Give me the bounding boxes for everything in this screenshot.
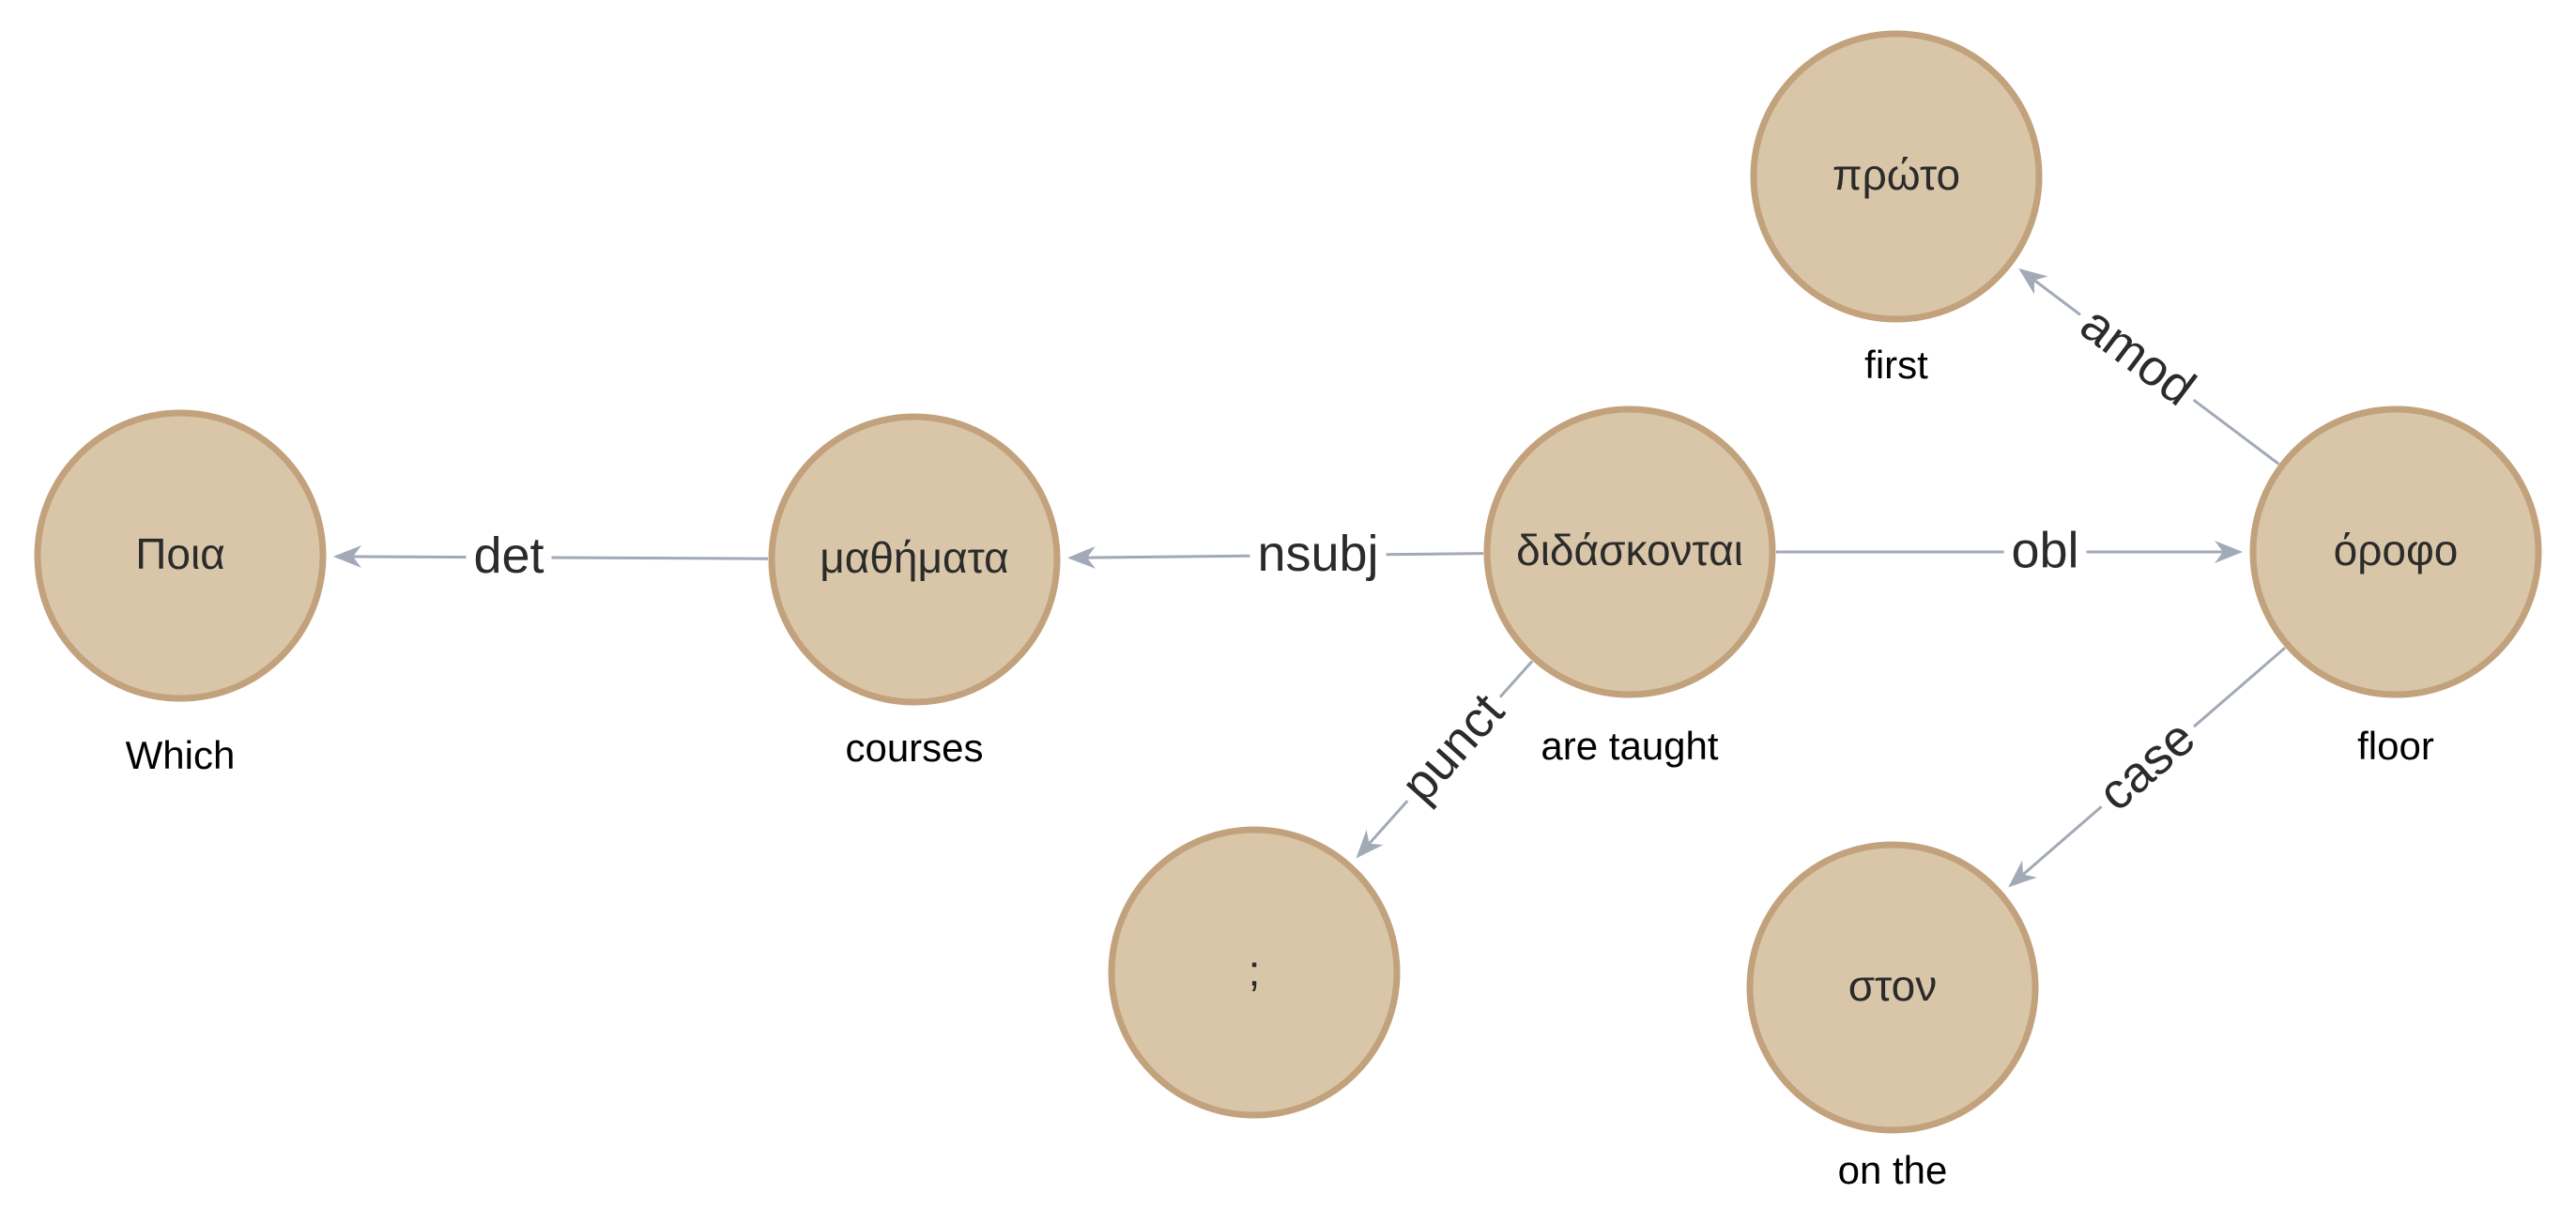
edges-layer: det nsubj obl punct amod case [332, 268, 2287, 888]
edge-label-group: nsubj [1250, 523, 1387, 584]
edge-label-background [1384, 676, 1522, 820]
edge-label-group: amod [2062, 289, 2213, 423]
node-circle [1746, 841, 2039, 1134]
node-circle [34, 409, 327, 702]
node-gloss: Which [126, 733, 236, 777]
edge-label-background [466, 526, 552, 587]
edge-label-background [2003, 520, 2087, 581]
node-proto: πρώτο first [1750, 30, 2043, 387]
node-gloss: courses [845, 726, 983, 770]
edge-orofo-proto: amod [2018, 268, 2280, 466]
node-label: Ποια [135, 529, 225, 578]
node-mathimata: μαθήματα courses [768, 413, 1061, 770]
edge-label: obl [2011, 522, 2078, 578]
node-label: όροφο [2334, 526, 2459, 574]
node-circle [1483, 405, 1776, 698]
edge-label-group: det [466, 526, 552, 587]
node-punct: ; [1108, 826, 1401, 1119]
node-gloss: are taught [1541, 724, 1718, 768]
node-circle [1108, 826, 1401, 1119]
node-label: διδάσκονται [1516, 526, 1743, 574]
node-label: ; [1249, 946, 1261, 995]
node-orofo: όροφο floor [2249, 405, 2542, 768]
node-label: πρώτο [1832, 150, 1960, 199]
edge-didaskontai-punct: punct [1356, 660, 1534, 859]
node-gloss: floor [2357, 724, 2434, 768]
edge-line [332, 544, 769, 568]
edge-didaskontai-orofo: obl [1776, 520, 2243, 581]
edge-label-background [2062, 289, 2213, 423]
edge-label-background [1250, 523, 1387, 584]
node-label: μαθήματα [820, 533, 1008, 582]
node-circle [2249, 405, 2542, 698]
edge-label: det [473, 528, 544, 584]
edge-label-group: obl [2003, 520, 2087, 581]
edge-label: nsubj [1257, 526, 1378, 582]
node-circle [768, 413, 1061, 706]
edge-didaskontai-mathimata: nsubj [1066, 523, 1484, 584]
node-didaskontai: διδάσκονται are taught [1483, 405, 1776, 768]
node-gloss: first [1864, 343, 1928, 387]
node-circle [1750, 30, 2043, 323]
node-ston: στον on the [1746, 841, 2039, 1192]
node-gloss: on the [1838, 1148, 1948, 1192]
edge-label-background [2080, 702, 2213, 829]
node-label: στον [1848, 961, 1938, 1010]
edge-orofo-ston: case [2008, 646, 2287, 888]
edge-mathimata-poia: det [332, 526, 769, 587]
